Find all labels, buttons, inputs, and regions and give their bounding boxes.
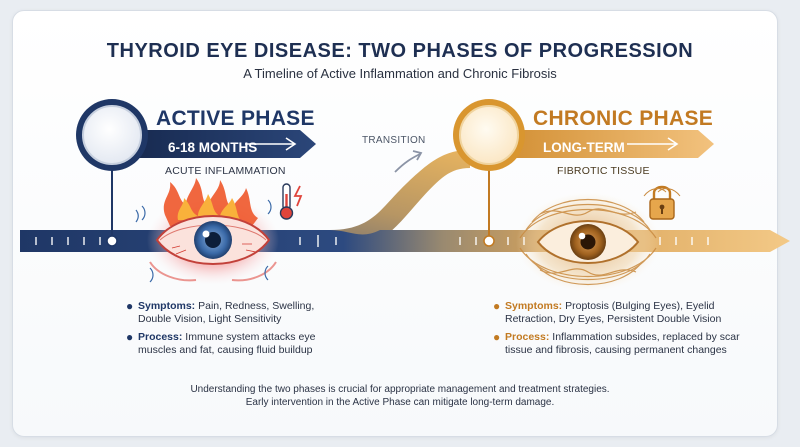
lightning-icon bbox=[293, 185, 303, 207]
chronic-process-label: Process: bbox=[505, 331, 550, 343]
footer-line-1: Understanding the two phases is crucial … bbox=[190, 384, 610, 395]
active-phase-subtitle: ACUTE INFLAMMATION bbox=[165, 165, 286, 177]
padlock-icon bbox=[643, 185, 681, 220]
thermometer-icon bbox=[279, 183, 294, 220]
active-phase-duration: 6-18 MONTHS bbox=[168, 140, 258, 155]
active-process-text: Immune system attacks eye muscles and fa… bbox=[138, 331, 316, 356]
active-symptoms-label: Symptoms: bbox=[138, 300, 196, 312]
chronic-process: ● Process: Inflammation subsides, replac… bbox=[493, 331, 743, 357]
chronic-process-text: Inflammation subsides, replaced by scar … bbox=[505, 331, 740, 356]
chronic-symptoms-label: Symptoms: bbox=[505, 300, 563, 312]
bullet-icon: ● bbox=[126, 330, 134, 344]
active-phase-title: ACTIVE PHASE bbox=[156, 107, 315, 130]
footer-note: Understanding the two phases is crucial … bbox=[0, 383, 800, 409]
active-symptoms-text: Pain, Redness, Swelling, Double Vision, … bbox=[138, 300, 315, 325]
active-phase-notes: ● Symptoms: Pain, Redness, Swelling, Dou… bbox=[126, 300, 346, 362]
transition-arrow bbox=[394, 150, 423, 173]
footer-line-2: Early intervention in the Active Phase c… bbox=[245, 397, 555, 408]
chronic-symptoms-text: Proptosis (Bulging Eyes), Eyelid Retract… bbox=[505, 300, 722, 325]
active-node bbox=[76, 99, 148, 171]
bullet-icon: ● bbox=[493, 330, 501, 344]
chronic-phase-duration: LONG-TERM bbox=[543, 140, 625, 155]
active-banner bbox=[118, 130, 316, 158]
chronic-banner bbox=[488, 130, 714, 158]
active-process: ● Process: Immune system attacks eye mus… bbox=[126, 331, 346, 357]
chronic-phase-title: CHRONIC PHASE bbox=[533, 107, 714, 130]
chronic-phase-notes: ● Symptoms: Proptosis (Bulging Eyes), Ey… bbox=[493, 300, 743, 362]
chronic-symptoms: ● Symptoms: Proptosis (Bulging Eyes), Ey… bbox=[493, 300, 743, 326]
inflamed-eye-icon bbox=[135, 178, 279, 285]
fire-icon bbox=[163, 178, 258, 226]
active-marker bbox=[106, 235, 118, 247]
transition-label: TRANSITION bbox=[362, 135, 426, 146]
chronic-marker bbox=[483, 235, 495, 247]
bullet-icon: ● bbox=[126, 299, 134, 313]
chronic-phase-subtitle: FIBROTIC TISSUE bbox=[557, 165, 650, 177]
bullet-icon: ● bbox=[493, 299, 501, 313]
active-symptoms: ● Symptoms: Pain, Redness, Swelling, Dou… bbox=[126, 300, 346, 326]
chronic-node bbox=[453, 99, 525, 171]
page-title: THYROID EYE DISEASE: TWO PHASES OF PROGR… bbox=[106, 40, 694, 62]
active-process-label: Process: bbox=[138, 331, 183, 343]
fibrotic-eye-icon bbox=[516, 192, 660, 292]
page-subtitle: A Timeline of Active Inflammation and Ch… bbox=[243, 66, 557, 81]
